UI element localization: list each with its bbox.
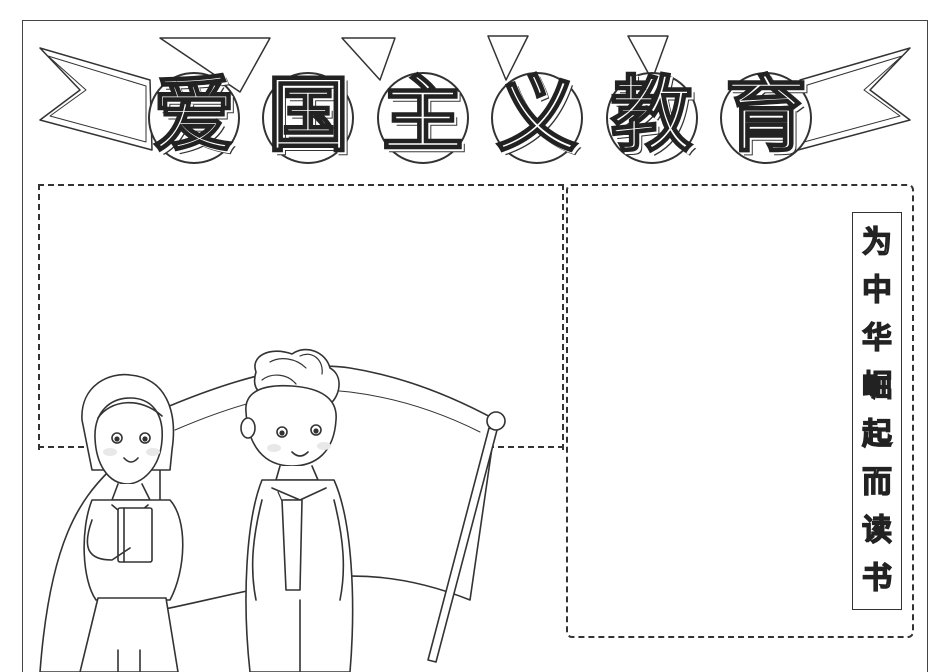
title-disc: [148, 72, 240, 164]
title-char: 国: [266, 67, 350, 164]
title-disc: [376, 72, 469, 164]
slogan-char: 读: [861, 513, 892, 548]
title-char: 义: [495, 67, 579, 164]
vertical-slogan: 为 中 华 崛 起 而 读 书: [852, 212, 902, 610]
slogan-char: 中: [861, 273, 892, 308]
slogan-char: 起: [861, 417, 892, 452]
flag-pole-finial: [486, 411, 506, 431]
title-cell-1: 爱: [140, 62, 248, 170]
title-disc: [605, 72, 698, 164]
title-disc: [719, 72, 812, 164]
title-cell-5: 教: [598, 62, 706, 170]
slogan-char: 书: [861, 561, 892, 596]
title-char: 教: [610, 67, 694, 164]
poster-title: 爱 国 主 义 教 育: [140, 62, 820, 170]
writing-panel-left: [38, 184, 564, 450]
slogan-char: 而: [861, 465, 892, 500]
title-disc: [262, 72, 355, 164]
title-cell-6: 育: [712, 62, 820, 170]
title-cell-4: 义: [483, 62, 591, 170]
title-char: 育: [724, 67, 808, 164]
outer-frame: [22, 20, 928, 672]
title-cell-2: 国: [254, 62, 362, 170]
slogan-char: 华: [861, 321, 892, 356]
boy-figure: [240, 348, 354, 672]
title-banner-ribbons: [39, 35, 911, 151]
slogan-char: 崛: [861, 369, 892, 404]
slogan-char: 为: [861, 225, 892, 260]
girl-figure: [79, 373, 184, 672]
children-with-flag-illustration: [39, 348, 506, 672]
writing-panel-right: [566, 184, 914, 638]
title-disc: [491, 72, 584, 164]
title-cell-3: 主: [369, 62, 477, 170]
title-char: 主: [381, 67, 465, 164]
title-char: 爱: [152, 67, 236, 164]
